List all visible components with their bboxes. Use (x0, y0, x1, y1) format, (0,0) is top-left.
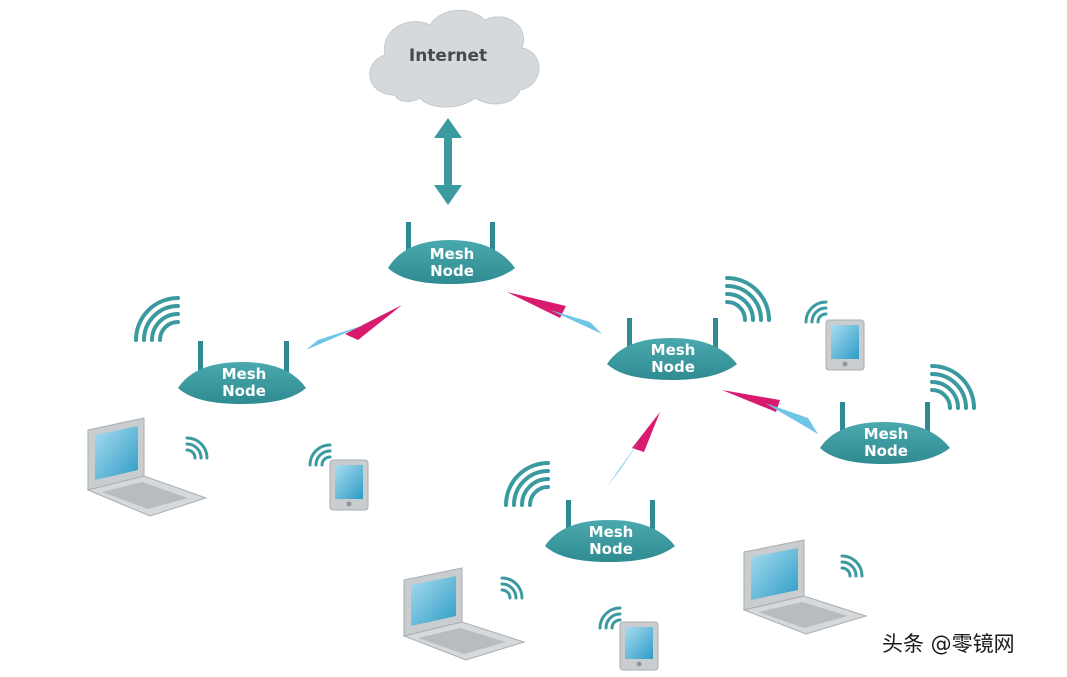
wifi-icon (134, 296, 180, 342)
link-top-right (507, 292, 602, 334)
watermark: 头条 @零镜网 (882, 632, 1015, 656)
internet-cloud: Internet (369, 9, 540, 108)
mesh-node-right: Mesh Node (607, 318, 737, 380)
node-bottom-line2: Node (589, 540, 633, 558)
internet-label: Internet (409, 46, 487, 66)
laptop-icon (86, 417, 208, 517)
node-far-right-line1: Mesh (864, 425, 909, 443)
node-left-line2: Node (222, 382, 266, 400)
node-far-right-line2: Node (864, 442, 908, 460)
tablet-icon (329, 459, 369, 511)
wifi-icon (185, 436, 209, 460)
node-right-line2: Node (651, 358, 695, 376)
tablet-icon (825, 319, 865, 371)
node-top-line2: Node (430, 262, 474, 280)
wifi-icon (598, 606, 622, 630)
link-right-far (722, 390, 818, 434)
wifi-icon (500, 576, 524, 600)
laptop-icon (742, 539, 868, 635)
uplink-arrow (434, 118, 462, 205)
node-bottom-line1: Mesh (589, 523, 634, 541)
link-right-bottom (606, 412, 660, 488)
mesh-node-bottom: Mesh Node (545, 500, 675, 562)
wifi-icon (840, 554, 864, 578)
mesh-node-left: Mesh Node (178, 341, 306, 404)
node-top-line1: Mesh (430, 245, 475, 263)
wifi-icon (308, 443, 332, 467)
wifi-icon (725, 276, 771, 322)
laptop-icon (402, 567, 526, 661)
wifi-icon (504, 461, 550, 507)
node-left-line1: Mesh (222, 365, 267, 383)
node-right-line1: Mesh (651, 341, 696, 359)
wifi-icon (930, 364, 976, 410)
mesh-node-top: Mesh Node (388, 222, 515, 284)
link-top-left (306, 305, 402, 350)
mesh-node-far-right: Mesh Node (820, 402, 950, 464)
wifi-icon (804, 300, 828, 324)
tablet-icon (619, 621, 659, 671)
